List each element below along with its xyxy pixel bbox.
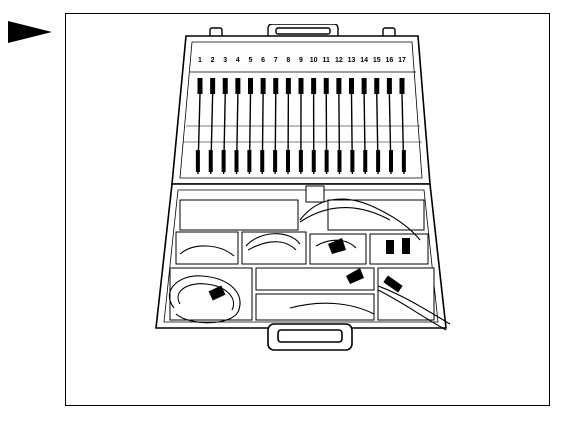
probe-grip [195, 150, 200, 172]
pointer-arrow-icon [8, 21, 52, 43]
probe-slots [195, 78, 406, 175]
front-handle [267, 323, 353, 351]
probe-grip [208, 150, 213, 172]
probe-tip [349, 78, 354, 94]
probe-tip [248, 78, 253, 94]
probe-grip [260, 150, 265, 172]
probe-grip [376, 150, 381, 172]
case-base [155, 183, 451, 351]
probe-grip [350, 150, 355, 172]
probe-tip [386, 78, 392, 94]
probe-tip [323, 78, 329, 94]
probe-grip [401, 150, 406, 172]
slot-number: 5 [249, 57, 253, 64]
probe-grip [337, 150, 342, 172]
probe-grip [234, 150, 239, 172]
probe-tip [222, 78, 228, 94]
slot-number: 3 [223, 57, 227, 64]
probe-tip [285, 78, 291, 94]
probe-tip [197, 78, 203, 94]
slot-number: 17 [398, 57, 406, 64]
slot-number: 12 [335, 57, 343, 64]
slot-number: 11 [323, 57, 331, 64]
probe-tip [336, 78, 342, 94]
slot-number: 1 [198, 57, 202, 64]
slot-number: 4 [236, 57, 240, 64]
probe-tip [210, 78, 216, 94]
probe-tip [260, 78, 266, 94]
probe-grip [311, 150, 316, 172]
slot-number: 10 [310, 57, 318, 64]
probe-tip [361, 78, 367, 94]
probe-grip [221, 150, 226, 172]
slot-number: 16 [385, 57, 393, 64]
probe-grip [286, 150, 290, 172]
slot-number: 2 [211, 57, 215, 64]
probe-tip [298, 78, 304, 94]
slot-number: 7 [274, 57, 278, 64]
probe-tip [311, 78, 317, 94]
slot-number: 13 [348, 57, 356, 64]
probe-tip [235, 78, 241, 94]
slot-number: 9 [299, 57, 303, 64]
probe-grip [273, 150, 278, 172]
probe-tip [399, 78, 405, 94]
probe-tip [273, 78, 279, 94]
probe-grip [324, 150, 329, 172]
probe-grip [389, 150, 393, 172]
probe-grip [363, 150, 368, 172]
probe-tip [374, 78, 380, 94]
probe-grip [298, 150, 303, 172]
slot-number: 14 [360, 57, 368, 64]
slot-number: 8 [286, 57, 290, 64]
slot-number: 15 [373, 57, 381, 64]
slot-number: 6 [261, 57, 265, 64]
probe-grip [247, 150, 252, 172]
